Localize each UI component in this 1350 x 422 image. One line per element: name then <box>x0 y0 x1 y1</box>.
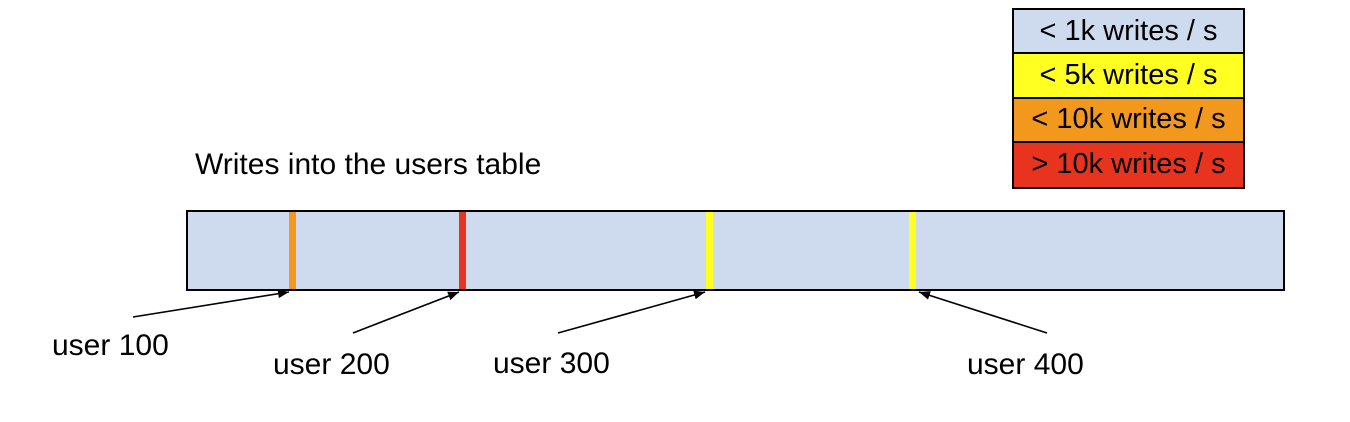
callout-user-400: user 400 <box>967 348 1084 381</box>
hot-stripe-user-400 <box>909 212 916 289</box>
legend-item-lt-5k: < 5k writes / s <box>1014 54 1243 99</box>
callout-user-200: user 200 <box>273 348 390 381</box>
callout-user-300: user 300 <box>493 347 610 380</box>
arrow-user-300 <box>557 290 706 334</box>
legend-item-gt-10k: > 10k writes / s <box>1014 142 1243 187</box>
hot-stripe-user-200 <box>459 212 466 289</box>
arrow-user-400 <box>918 291 1048 334</box>
legend-label-gt-10k: > 10k writes / s <box>1031 148 1226 181</box>
callout-user-100: user 100 <box>52 329 169 362</box>
diagram-title: Writes into the users table <box>195 148 542 181</box>
legend: < 1k writes / s < 5k writes / s < 10k wr… <box>1012 8 1245 189</box>
legend-label-lt-5k: < 5k writes / s <box>1039 58 1218 91</box>
hot-stripe-user-300 <box>706 212 713 289</box>
legend-item-lt-1k: < 1k writes / s <box>1014 10 1243 55</box>
hot-stripe-user-100 <box>289 212 296 289</box>
legend-label-lt-1k: < 1k writes / s <box>1039 14 1218 47</box>
users-table-bar <box>186 210 1285 291</box>
arrow-user-100 <box>132 289 290 318</box>
legend-label-lt-10k: < 10k writes / s <box>1031 103 1226 136</box>
arrow-user-200 <box>352 291 460 334</box>
legend-item-lt-10k: < 10k writes / s <box>1014 98 1243 143</box>
